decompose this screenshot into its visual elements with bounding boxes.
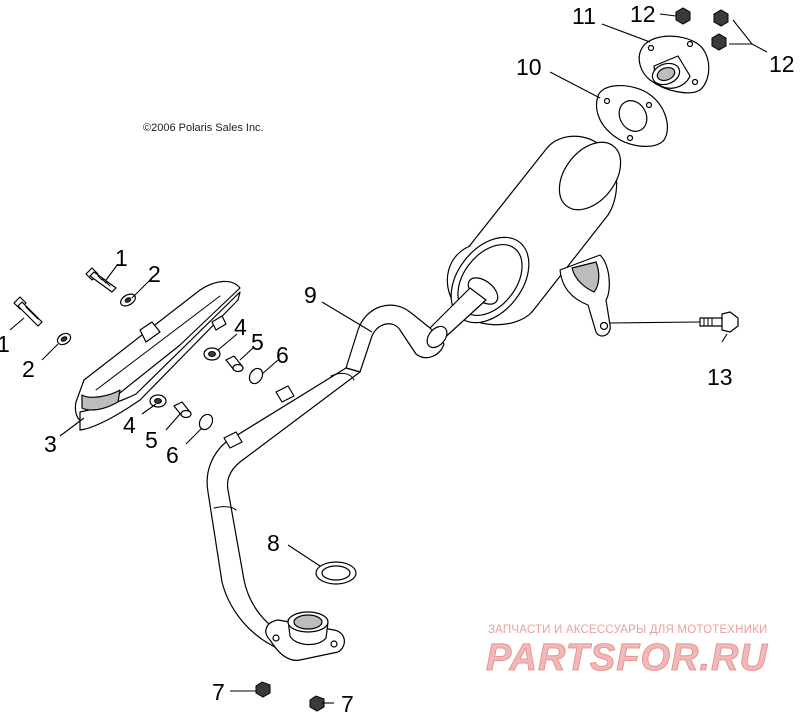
bolt-lower [13,296,43,327]
callout-12-top: 12 [630,1,656,27]
callout-1-upper: 1 [115,245,128,271]
watermark: ЗАПЧАСТИ И АКСЕССУАРЫ ДЛЯ МОТОТЕХНИКИ PA… [486,624,768,679]
callout-4-lower: 4 [123,412,136,438]
callout-13: 13 [707,364,733,390]
callout-1-lower: 1 [0,331,10,357]
spacer-lower [173,401,192,419]
callout-12-right: 12 [769,51,795,77]
heat-shield [74,280,241,431]
callout-8: 8 [267,530,280,556]
exhaust-flange [265,611,345,661]
callout-4-upper: 4 [234,314,247,340]
spark-arrestor [638,35,710,94]
arrestor-nut-top [675,7,691,25]
callout-6-lower: 6 [166,442,179,468]
washer-6-lower [198,413,214,431]
grommet-upper [203,347,221,361]
callout-7-right: 7 [341,691,354,715]
flange-nut-right [309,695,325,712]
bracket-bolt [699,311,739,333]
washer-lower [56,332,72,346]
callout-3: 3 [44,431,57,457]
leader-lines [9,13,768,704]
exhaust-gasket [315,561,357,585]
callout-10: 10 [516,54,542,80]
exhaust-head-pipe [206,287,487,651]
callout-11: 11 [572,3,596,29]
watermark-logo: PARTSFOR.RU [486,637,768,679]
muffler-bracket [559,254,611,337]
callout-5-lower: 5 [145,427,158,453]
copyright-notice: ©2006 Polaris Sales Inc. [143,122,264,134]
watermark-tagline: ЗАПЧАСТИ И АКСЕССУАРЫ ДЛЯ МОТОТЕХНИКИ [488,624,768,636]
callout-2-lower: 2 [22,356,35,382]
callout-9: 9 [304,282,317,308]
washer-upper [120,293,136,307]
callout-7-left: 7 [212,679,225,705]
callout-2-upper: 2 [148,261,161,287]
washer-6-upper [248,367,264,385]
spacer-upper [225,355,244,373]
tailpipe-gasket [595,85,668,147]
flange-nut-left [255,681,271,698]
arrestor-nut-right-1 [713,9,729,27]
arrestor-nut-right-2 [711,33,727,51]
callout-6-upper: 6 [276,342,289,368]
grommet-lower [149,394,167,408]
bolt-upper [85,267,117,293]
callout-5-upper: 5 [251,329,264,355]
